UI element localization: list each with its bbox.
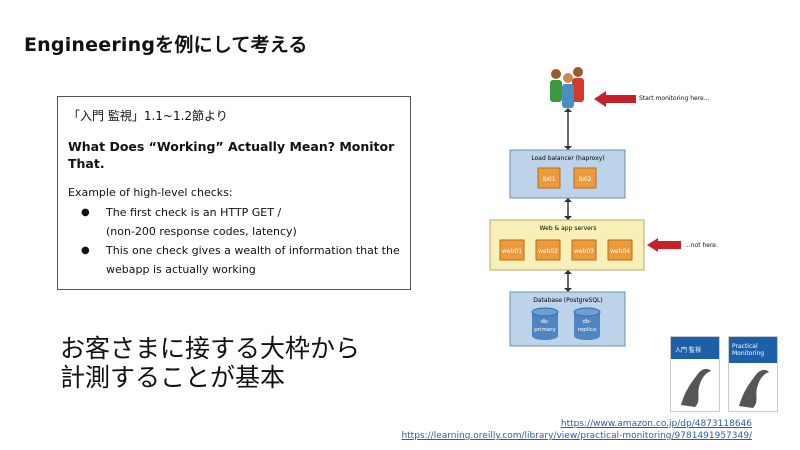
reference-links: https://www.amazon.co.jp/dp/4873118646 h… — [401, 418, 752, 442]
lb-node: lb02 — [578, 176, 591, 183]
web-node: web04 — [610, 248, 630, 255]
lizard-icon — [739, 369, 769, 408]
bullet-icon: ● — [81, 245, 90, 256]
summary-line: お客さまに接する大枠から — [60, 334, 361, 363]
book-covers: 入門 監視 Practical Monitoring — [670, 336, 790, 414]
list-item-line: (non-200 response codes, latency) — [106, 225, 297, 238]
web-title: Web & app servers — [540, 225, 597, 232]
db-node: db- — [541, 319, 550, 325]
web-node: web02 — [538, 248, 558, 255]
quote-intro: Example of high-level checks: — [68, 186, 233, 199]
architecture-diagram: Load balancer (haproxy) lb01 lb02 Web & … — [489, 67, 645, 347]
book-title: Practical Monitoring — [732, 343, 765, 357]
summary-text: お客さまに接する大枠から 計測することが基本 — [60, 334, 360, 392]
web-node: web03 — [574, 248, 594, 255]
start-arrow-icon — [594, 91, 636, 107]
db-primary-icon — [531, 307, 559, 340]
users-icon — [550, 67, 584, 108]
quote-source: 「入門 監視」1.1~1.2節より — [68, 109, 228, 123]
amazon-link[interactable]: https://www.amazon.co.jp/dp/4873118646 — [560, 419, 752, 429]
book-title: 入門 監視 — [675, 347, 701, 354]
lb-title: Load balancer (haproxy) — [531, 155, 604, 162]
list-item-line: webapp is actually working — [106, 263, 256, 276]
not-here-note: ...not here. — [685, 242, 718, 249]
db-node: db- — [583, 319, 592, 325]
list-item-line: The first check is an HTTP GET / — [106, 206, 282, 219]
lizard-icon — [681, 368, 711, 407]
start-note: Start monitoring here... — [639, 95, 710, 102]
bullet-icon: ● — [81, 207, 90, 218]
summary-line: 計測することが基本 — [60, 363, 286, 392]
db-title: Database (PostgreSQL) — [533, 297, 602, 304]
db-node: primary — [534, 327, 556, 333]
book-cover-en: Practical Monitoring — [728, 336, 778, 412]
book-cover-ja: 入門 監視 — [670, 336, 720, 412]
list-item: ● The first check is an HTTP GET / (non-… — [68, 203, 400, 241]
list-item-line: This one check gives a wealth of informa… — [106, 244, 400, 257]
not-here-arrow-icon — [647, 238, 681, 252]
quote-box: 「入門 監視」1.1~1.2節より What Does “Working” Ac… — [57, 96, 411, 290]
quote-heading: What Does “Working” Actually Mean? Monit… — [68, 139, 395, 171]
list-item: ● This one check gives a wealth of infor… — [68, 241, 400, 279]
db-replica-icon — [573, 307, 601, 340]
slide-title: Engineeringを例にして考える — [24, 34, 308, 56]
checks-list: ● The first check is an HTTP GET / (non-… — [68, 203, 400, 279]
db-node: replica — [578, 327, 596, 333]
web-node: web01 — [502, 248, 522, 255]
lb-node: lb01 — [542, 176, 555, 183]
oreilly-link[interactable]: https://learning.oreilly.com/library/vie… — [401, 431, 752, 441]
